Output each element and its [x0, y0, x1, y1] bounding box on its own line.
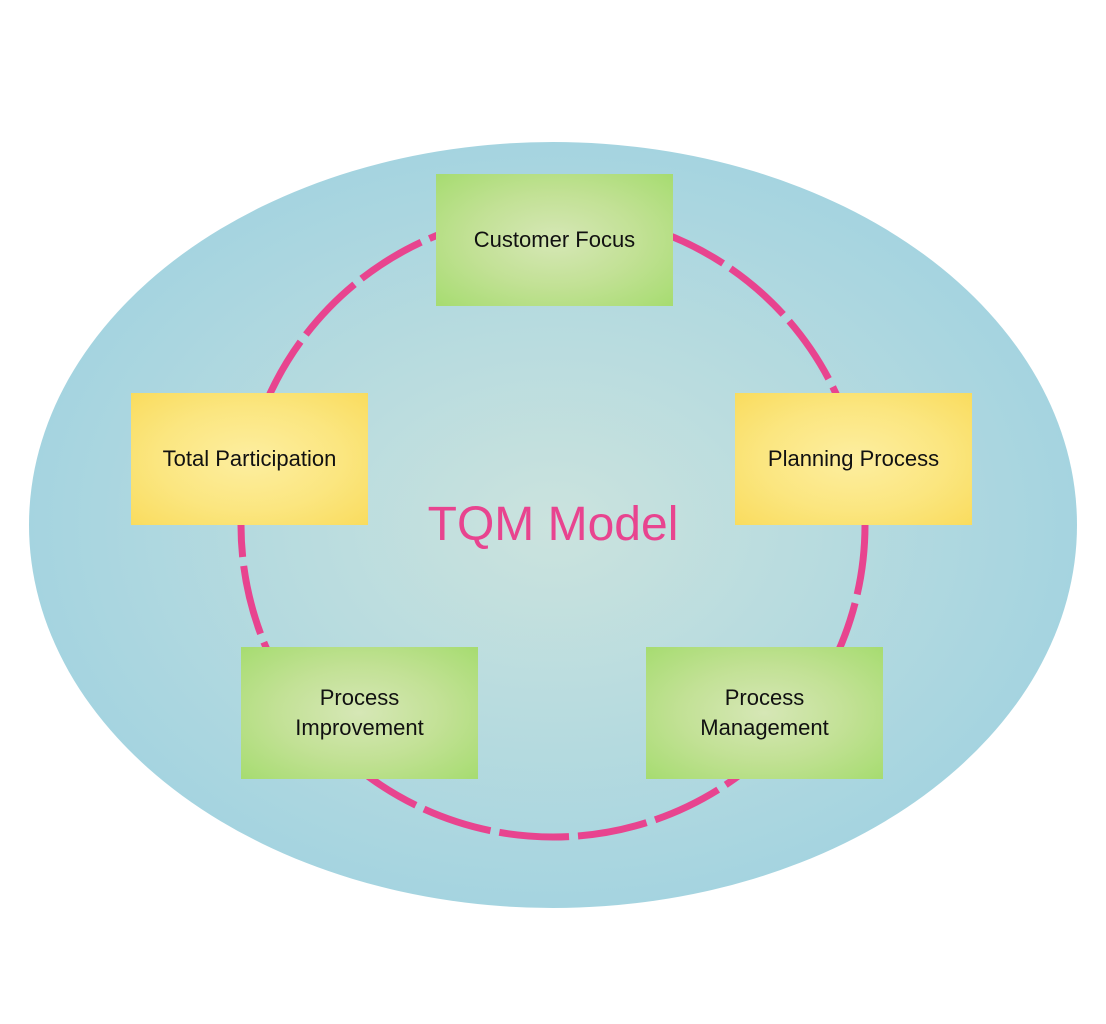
node-label-line2: Management — [700, 715, 829, 740]
node-label: Planning Process — [767, 446, 940, 471]
node-planning-process: Planning Process — [735, 393, 972, 525]
node-label: Total Participation — [162, 446, 337, 471]
node-process-improvement: Process Improvement — [241, 647, 478, 779]
node-label-line1: Process — [724, 685, 805, 710]
diagram-title: TQM Model — [427, 498, 679, 551]
node-label-line2: Improvement — [295, 715, 424, 740]
node-total-participation: Total Participation — [131, 393, 368, 525]
node-process-management: Process Management — [646, 647, 883, 779]
node-customer-focus: Customer Focus — [436, 174, 673, 306]
node-label: Customer Focus — [473, 227, 636, 252]
node-label-line1: Process — [319, 685, 400, 710]
